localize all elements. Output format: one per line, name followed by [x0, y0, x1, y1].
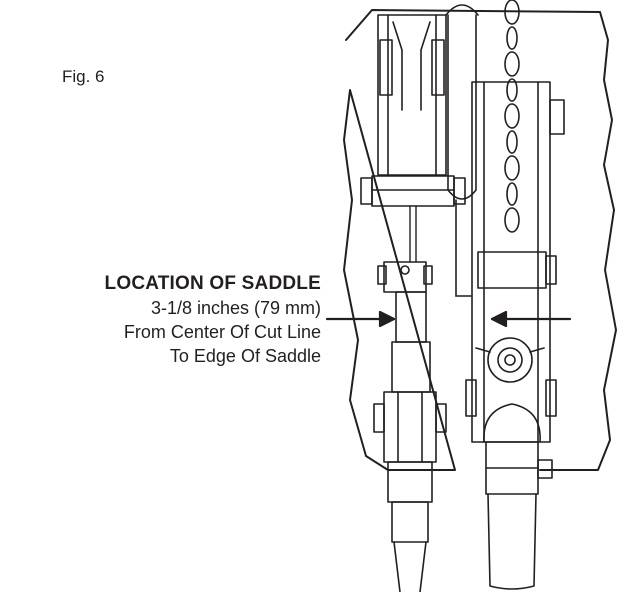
callout-line-measurement: 3-1/8 inches (79 mm) [150, 298, 321, 318]
callout-line-to: To Edge Of Saddle [169, 346, 321, 366]
saddle-arrows [325, 310, 572, 328]
callout-line-from: From Center Of Cut Line [123, 322, 321, 342]
carriage [455, 81, 565, 443]
breakout-boundary [343, 9, 617, 471]
lower-cylinder [483, 403, 553, 590]
chain [504, 0, 520, 233]
lower-tool [373, 261, 447, 592]
upper-frame [360, 14, 466, 207]
callout-title: LOCATION OF SADDLE [104, 273, 321, 294]
saddle-location-callout: LOCATION OF SADDLE 3-1/8 inches (79 mm) … [105, 272, 321, 368]
clamp-knob [475, 337, 545, 383]
figure-label: Fig. 6 [62, 67, 105, 86]
ram [445, 4, 479, 200]
